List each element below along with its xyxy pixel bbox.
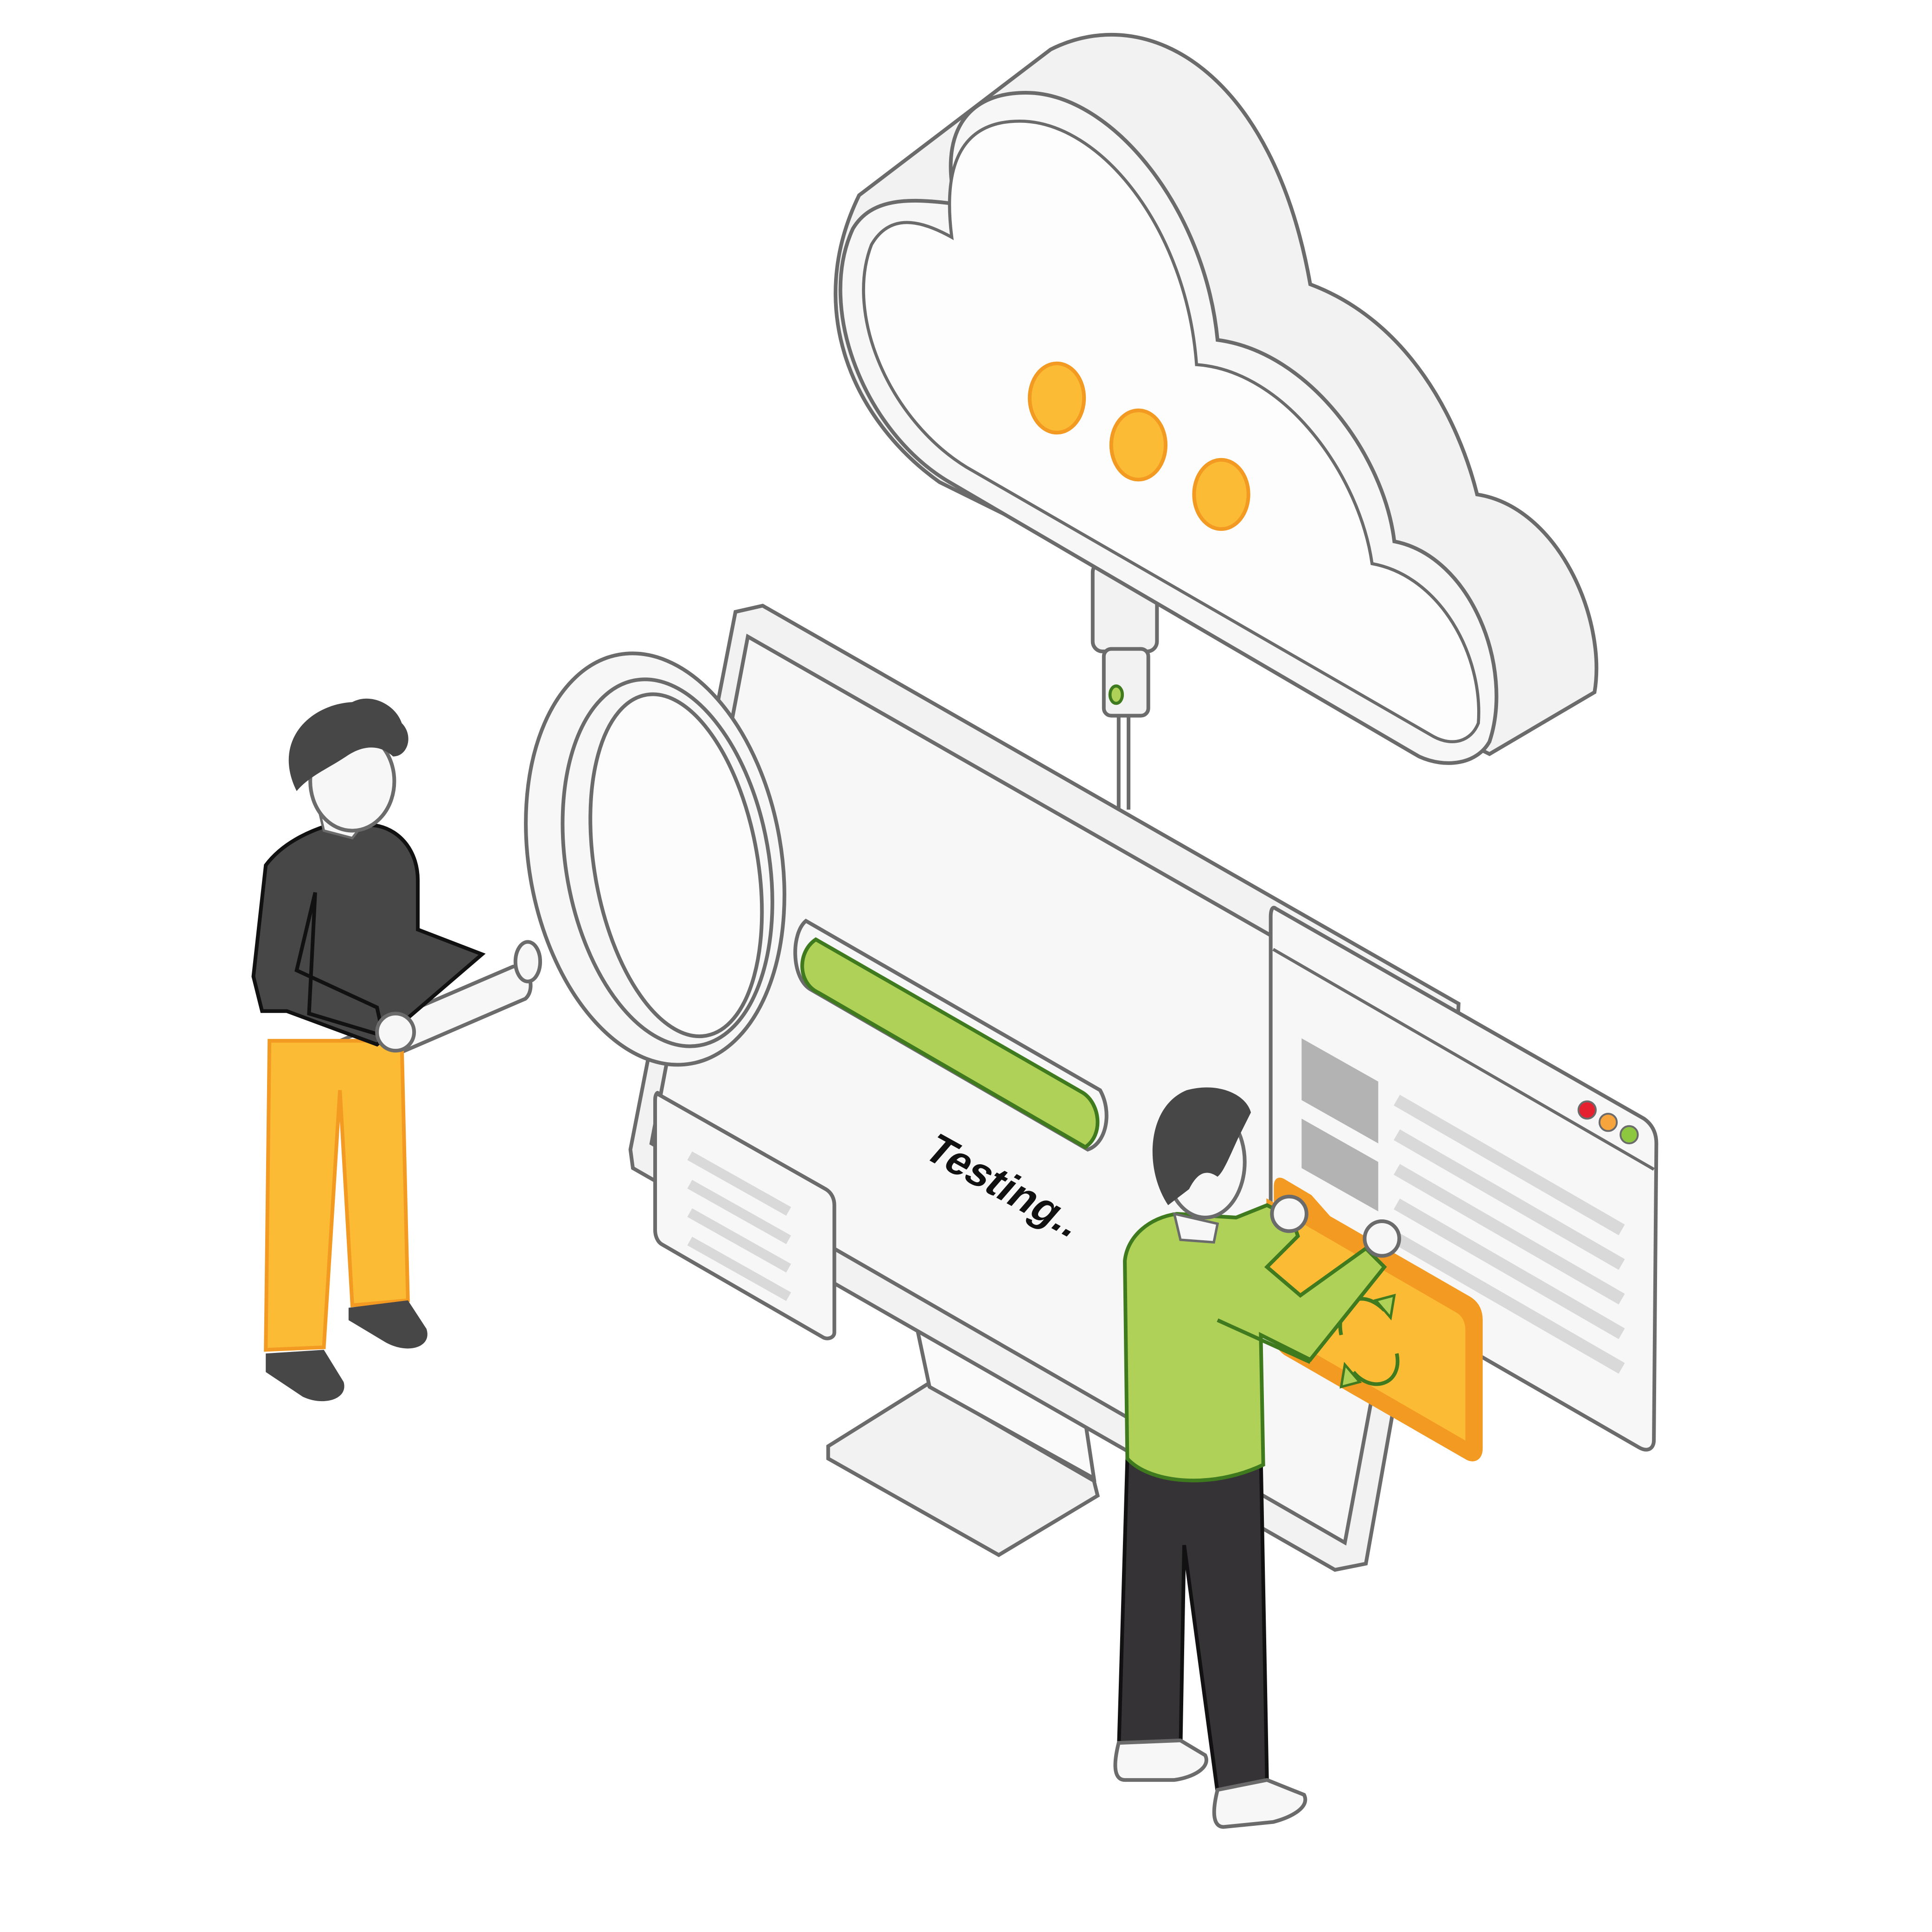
minimize-dot-icon[interactable] [1598,1113,1618,1132]
content-line [1393,1129,1625,1270]
loading-dot-icon [1192,458,1250,531]
shoe [266,1350,344,1402]
log-line [687,1208,791,1273]
neck [1173,1212,1219,1244]
shoe [348,1300,427,1349]
cloud-icon [834,32,1599,810]
hand [1363,1219,1401,1258]
log-panel [653,1091,836,1340]
progress-bar-fill [800,937,1100,1149]
person-with-magnifier [251,698,486,1402]
arm-line [1217,1318,1311,1364]
image-placeholder [1301,1118,1378,1211]
cloud-inner-rim [862,119,1480,744]
magnifier-collar [513,940,542,983]
sync-arrowhead [1373,1294,1396,1321]
loading-dot-icon [1109,408,1168,482]
content-line [1393,1095,1625,1236]
close-dot-icon[interactable] [1577,1100,1597,1120]
magnifier-rim-inner [561,677,774,1048]
monitor-stand-base [826,1382,1100,1557]
browser-header-divider [1272,948,1655,1171]
image-placeholder [1301,1038,1378,1144]
content-line [1393,1199,1625,1339]
sync-arrowhead [1339,1362,1362,1389]
person-with-folder [1113,1087,1401,1829]
magnifier-lens [588,692,764,1039]
maximize-dot-icon[interactable] [1620,1125,1639,1145]
log-line [687,1151,791,1216]
cloud-connector-neck [1102,647,1150,718]
hand [1270,1194,1308,1233]
shoe [1212,1778,1307,1829]
hair [1152,1087,1251,1205]
log-line [687,1180,791,1244]
hand [375,1012,416,1053]
content-line [1393,1164,1625,1305]
hair [288,698,408,791]
sweater [1123,1203,1387,1483]
content-line [1393,1233,1625,1374]
cloud-connector-led [1108,684,1124,705]
browser-window [1269,905,1658,1452]
log-line [687,1237,791,1301]
loading-dot-icon [1027,361,1086,435]
pants [264,1039,410,1352]
folder-sync-icon [1266,1178,1483,1461]
shoe [1113,1738,1208,1782]
